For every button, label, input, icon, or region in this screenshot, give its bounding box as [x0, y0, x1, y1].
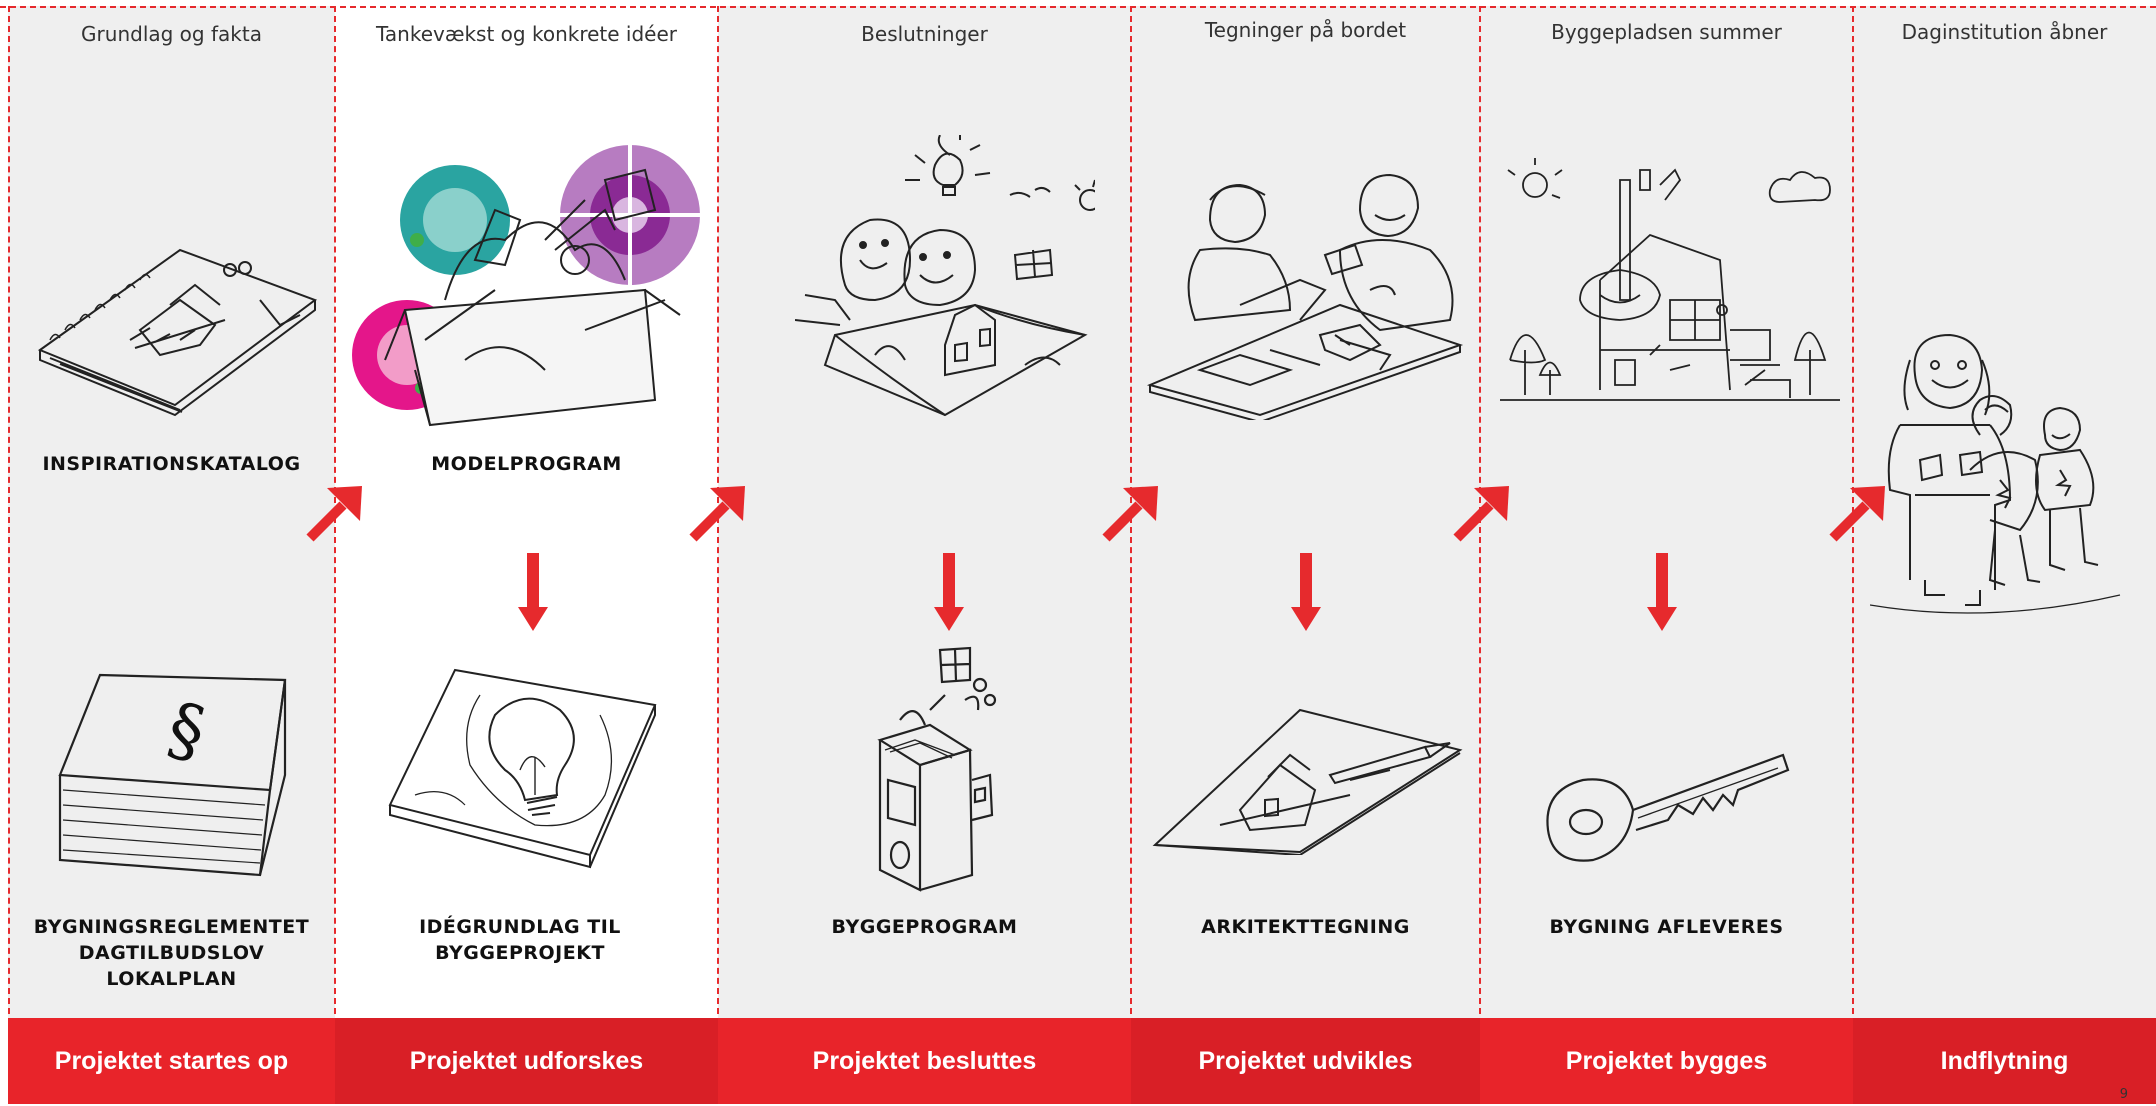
column-header: Daginstitution åbner	[1901, 20, 2108, 44]
book-sketch-icon	[30, 230, 320, 420]
down-arrow-icon	[1647, 553, 1677, 631]
law-book-icon: §	[55, 665, 290, 880]
diagonal-arrow-icon	[1452, 483, 1512, 543]
phase-footer: Projektet udforskes	[335, 1018, 718, 1104]
document-label: IDÉGRUNDLAG TIL BYGGEPROJEKT	[419, 916, 621, 964]
column-header: Byggepladsen summer	[1551, 20, 1782, 44]
column-3	[718, 6, 1131, 1104]
svg-text:§: §	[159, 686, 214, 774]
phase-footer: Projektet besluttes	[718, 1018, 1131, 1104]
column-header: Beslutninger	[861, 22, 988, 46]
children-drawing-icon	[795, 135, 1095, 420]
diagonal-arrow-icon	[1828, 483, 1888, 543]
page-number: 9	[2119, 1087, 2128, 1102]
document-label: BYGNING AFLEVERES	[1549, 916, 1784, 938]
column-6	[1853, 6, 2156, 1104]
architects-icon	[1140, 170, 1470, 420]
key-icon	[1538, 750, 1793, 875]
down-arrow-icon	[1291, 553, 1321, 631]
column-header: Tegninger på bordet	[1204, 18, 1407, 42]
diagonal-arrow-icon	[1101, 483, 1161, 543]
drawing-sheet-icon	[1150, 705, 1465, 855]
column-header: Tankevækst og konkrete idéer	[375, 22, 677, 46]
phase-footer: Projektet udvikles	[1131, 1018, 1480, 1104]
binder-icon	[860, 640, 1010, 895]
children-superhero-icon	[1870, 330, 2125, 620]
phase-footer: Projektet bygges	[1480, 1018, 1853, 1104]
document-label: BYGGEPROGRAM	[831, 916, 1018, 938]
document-label: ARKITEKTTEGNING	[1201, 916, 1410, 938]
document-label: MODELPROGRAM	[431, 453, 622, 475]
document-label: INSPIRATIONSKATALOG	[42, 453, 301, 475]
diagonal-arrow-icon	[305, 483, 365, 543]
diagonal-arrow-icon	[688, 483, 748, 543]
lightbulb-pad-icon	[385, 655, 660, 870]
left-dashed-border	[8, 6, 10, 1024]
top-dashed-border	[0, 6, 2156, 8]
idea-box-icon	[345, 140, 700, 430]
column-1	[8, 6, 335, 1104]
column-header: Grundlag og fakta	[81, 22, 262, 46]
phase-footer: Projektet startes op	[8, 1018, 335, 1104]
construction-house-icon	[1490, 150, 1845, 420]
phase-footer: Indflytning	[1853, 1018, 2156, 1104]
down-arrow-icon	[934, 553, 964, 631]
document-label: BYGNINGSREGLEMENTET DAGTILBUDSLOV LOKALP…	[33, 916, 310, 990]
down-arrow-icon	[518, 553, 548, 631]
